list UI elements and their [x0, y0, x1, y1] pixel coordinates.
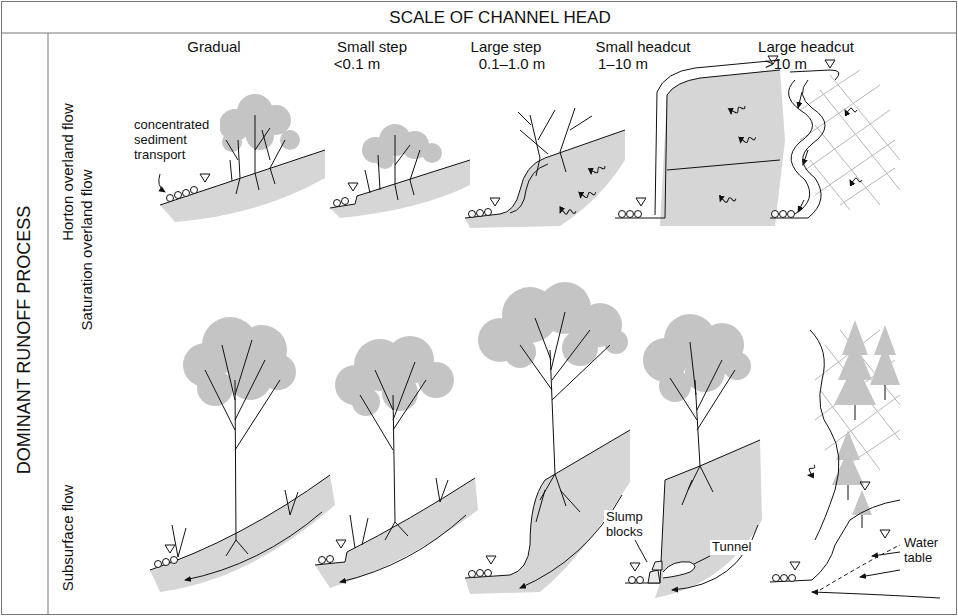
large-step-horton — [465, 108, 625, 228]
column-header: Large headcut — [758, 38, 854, 55]
small-step-subsurface — [315, 336, 478, 588]
row-label: Horton overland flow — [59, 103, 76, 241]
column-size: 0.1–1.0 m — [479, 55, 546, 72]
axis-title: DOMINANT RUNOFF PROCESS — [14, 206, 35, 475]
column-header: Gradual — [187, 38, 240, 55]
column-header: Small headcut — [595, 38, 690, 55]
large-step-subsurface — [465, 282, 630, 594]
row-label: Saturation overland flow — [78, 170, 95, 331]
callout-label: concentrated sediment transport — [132, 118, 220, 163]
small-step-horton — [330, 124, 470, 218]
column-size: 1–10 m — [598, 55, 648, 72]
gradual-subsurface — [150, 317, 335, 592]
column-header: Large step — [471, 38, 542, 55]
diagram-title: SCALE OF CHANNEL HEAD — [389, 8, 610, 28]
column-size: >10 m — [765, 55, 807, 72]
callout-label: Water table — [902, 536, 954, 566]
large-headcut-horton — [770, 60, 900, 218]
callout-label: Slump blocks — [604, 510, 658, 540]
row-label: Subsurface flow — [59, 485, 76, 592]
column-size: <0.1 m — [334, 55, 380, 72]
column-header: Small step — [337, 38, 407, 55]
small-headcut-horton — [615, 56, 785, 226]
small-headcut-subsurface — [625, 314, 762, 598]
callout-label: Tunnel — [710, 540, 764, 555]
